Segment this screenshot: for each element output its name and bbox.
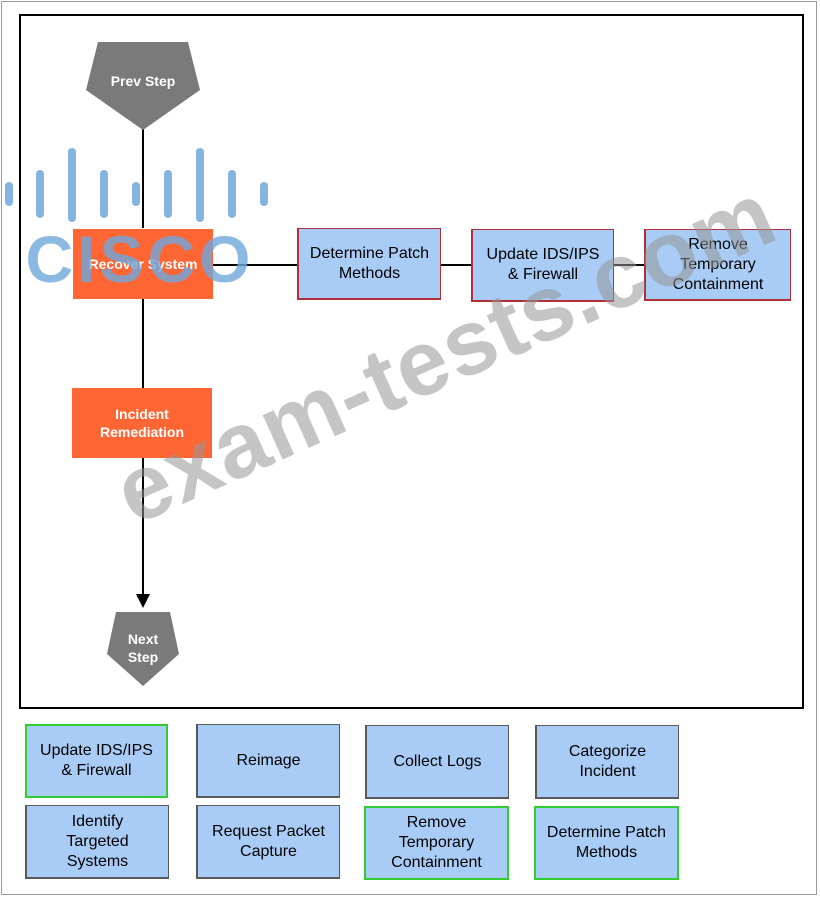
option-request-packet-capture[interactable]: Request Packet Capture	[196, 805, 340, 879]
option-remove-temporary-containment[interactable]: Remove Temporary Containment	[364, 806, 509, 880]
connector-branch-1-2	[441, 264, 472, 266]
option-identify-targeted-systems[interactable]: Identify Targeted Systems	[25, 805, 169, 879]
incident-remediation-box: Incident Remediation	[72, 388, 212, 458]
branch-update-ids-ips-firewall[interactable]: Update IDS/IPS & Firewall	[471, 229, 614, 302]
connector-recover-branch	[213, 264, 299, 266]
connector-remediation-next	[142, 458, 144, 598]
next-step-label-line1: Next	[127, 631, 159, 647]
connector-recover-remediation	[142, 298, 144, 388]
option-determine-patch-methods[interactable]: Determine Patch Methods	[534, 806, 679, 880]
branch-determine-patch-methods[interactable]: Determine Patch Methods	[297, 228, 441, 300]
option-reimage[interactable]: Reimage	[196, 724, 340, 798]
arrow-head	[136, 594, 150, 608]
option-update-ids-ips-firewall[interactable]: Update IDS/IPS & Firewall	[25, 724, 168, 798]
next-step-shape	[107, 612, 179, 686]
diagram-area	[19, 14, 804, 709]
option-categorize-incident[interactable]: Categorize Incident	[535, 725, 679, 799]
recover-system-box: Recover System	[73, 229, 213, 299]
branch-remove-temporary-containment[interactable]: Remove Temporary Containment	[644, 229, 791, 301]
next-step-label-line2: Step	[127, 649, 159, 665]
prev-step-label: Prev Step	[110, 73, 176, 89]
prev-step-shape	[86, 42, 200, 130]
connector-branch-2-3	[613, 264, 645, 266]
connector-prev-recover	[142, 128, 144, 228]
option-collect-logs[interactable]: Collect Logs	[365, 725, 509, 799]
